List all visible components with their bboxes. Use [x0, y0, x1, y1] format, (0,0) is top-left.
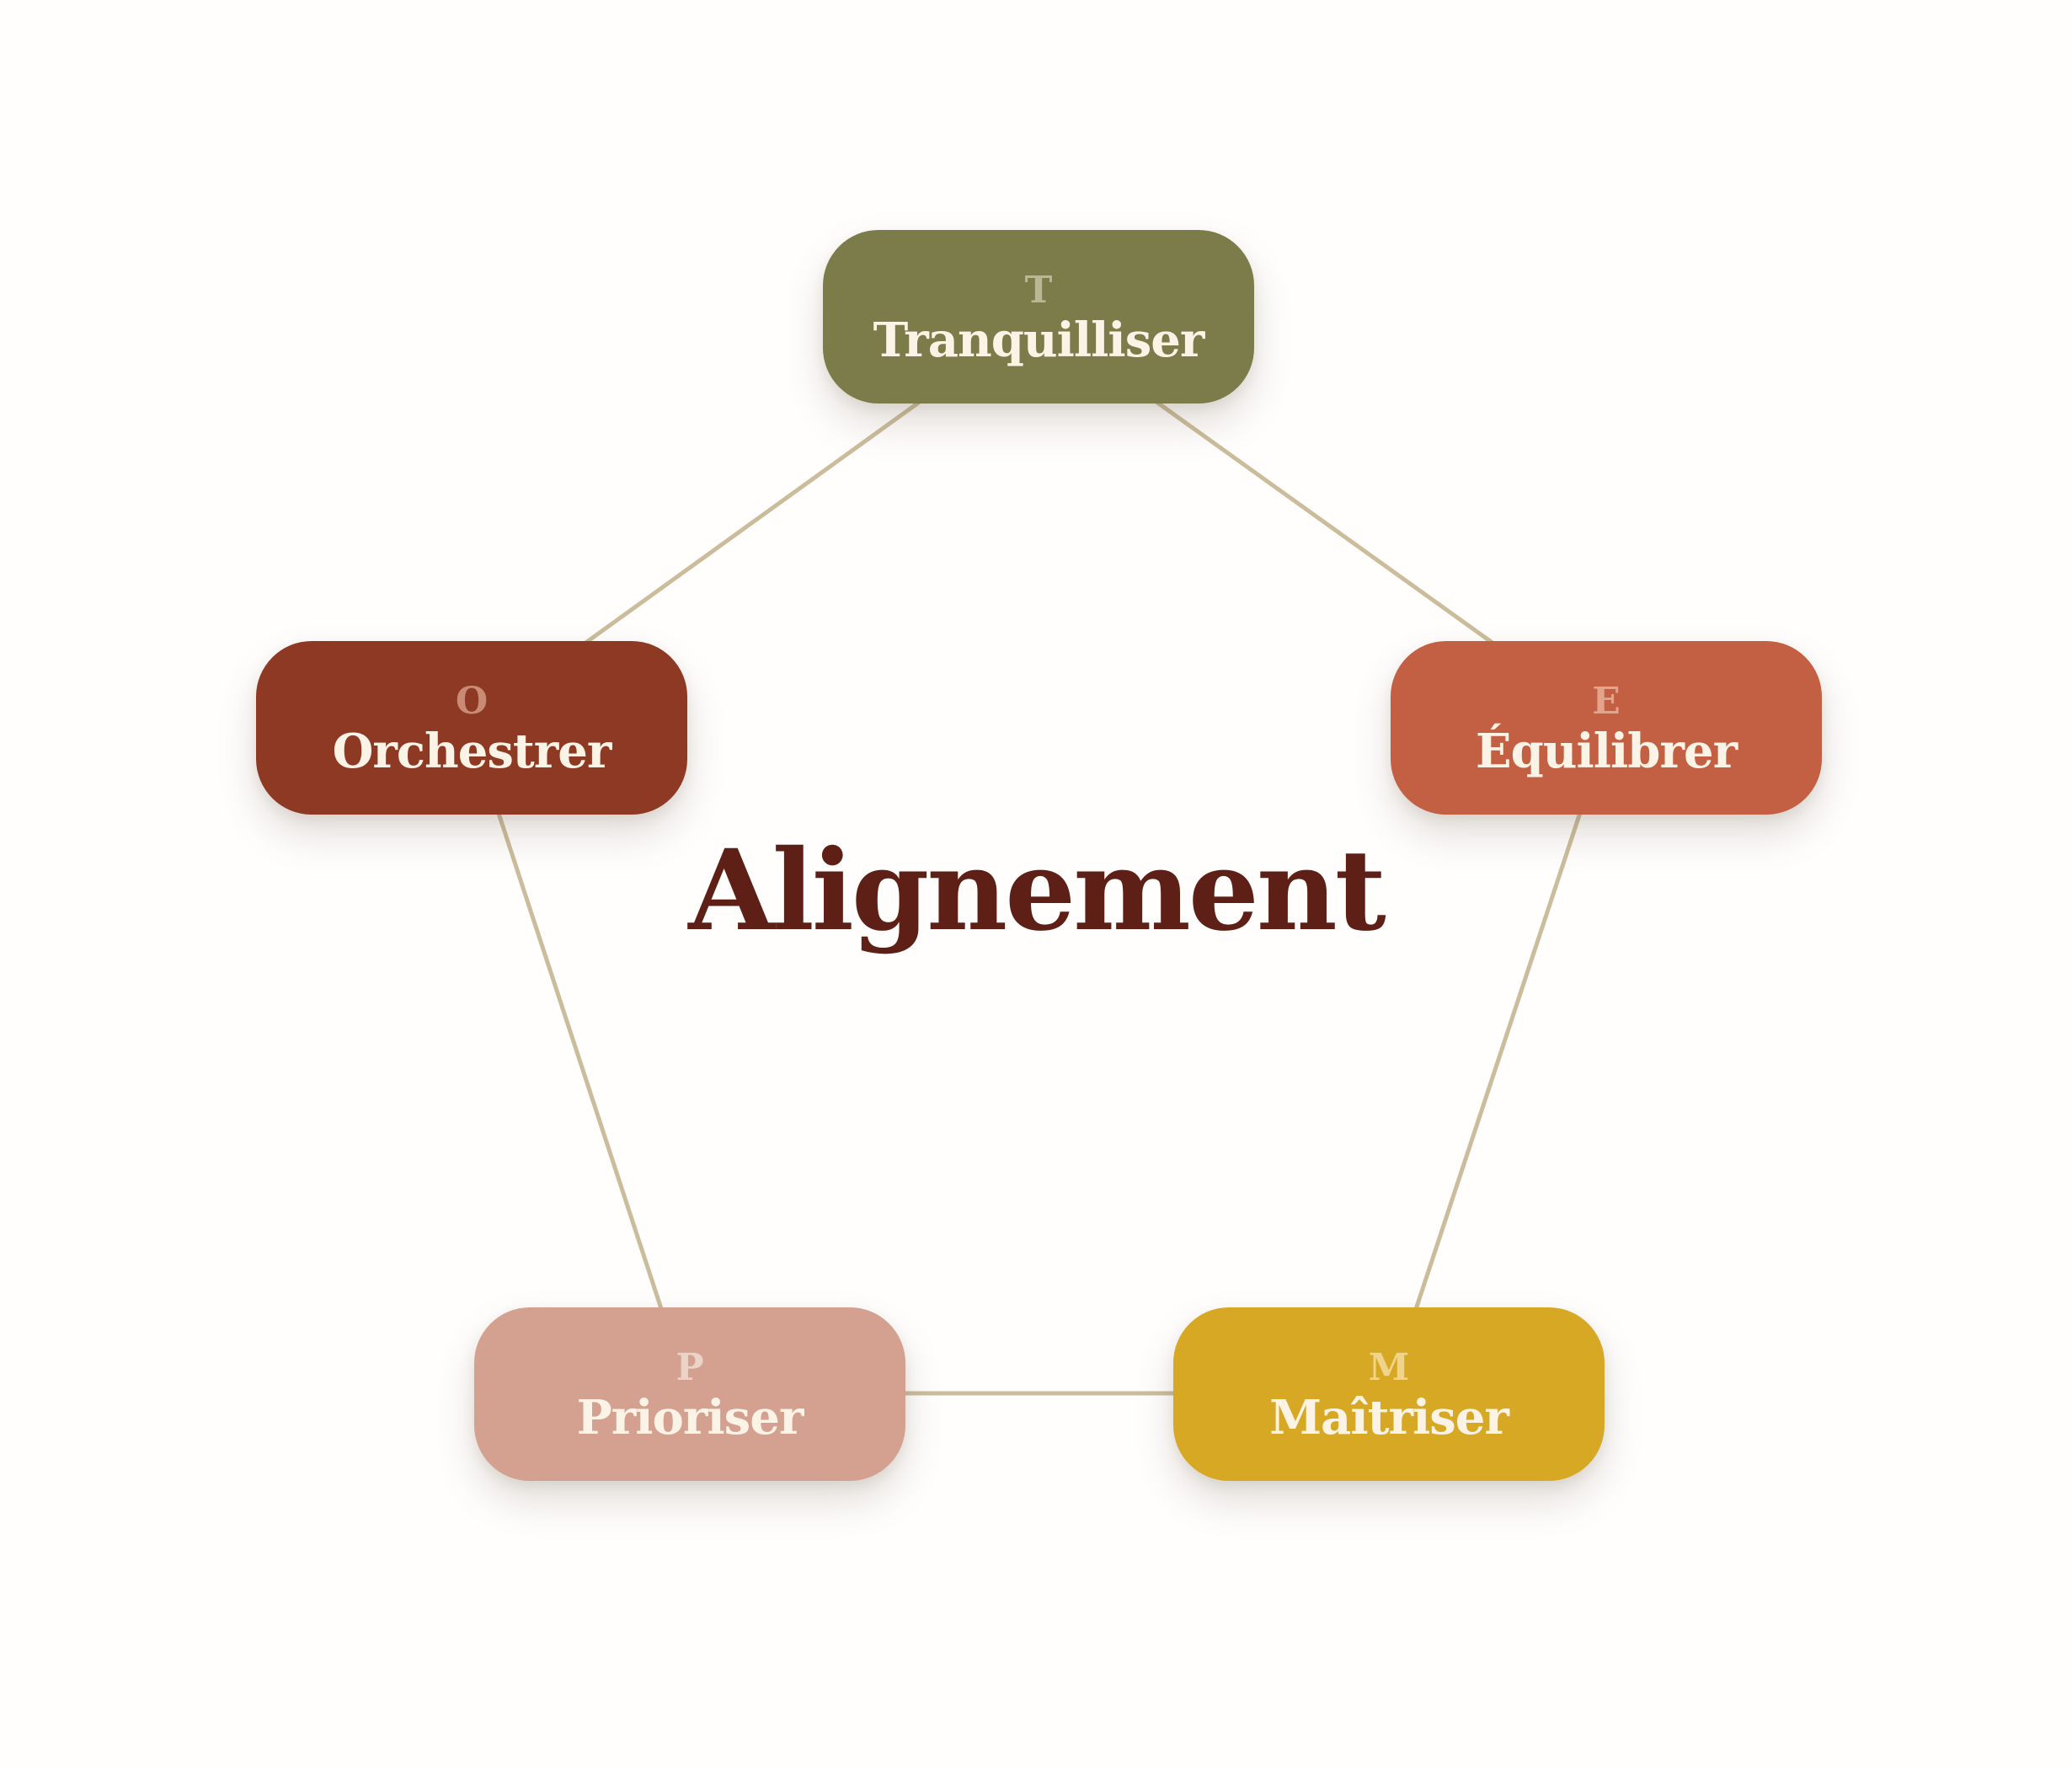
node-label: Orchestrer: [332, 724, 612, 779]
node-letter: O: [455, 680, 489, 723]
connector-p-o: [467, 724, 692, 1396]
node-letter: T: [1024, 269, 1053, 312]
connector-e-m: [1386, 724, 1611, 1396]
node-equilibrer: E Équilibrer: [1391, 641, 1822, 815]
node-letter: E: [1592, 680, 1621, 723]
diagram-title: Alignement: [688, 826, 1386, 956]
node-label: Prioriser: [576, 1390, 804, 1446]
node-orchestrer: O Orchestrer: [256, 641, 687, 815]
node-tranquilliser: T Tranquilliser: [823, 230, 1254, 404]
node-letter: M: [1368, 1346, 1410, 1389]
node-maitriser: M Maîtriser: [1173, 1307, 1605, 1481]
node-label: Équilibrer: [1475, 724, 1738, 779]
node-label: Maîtriser: [1269, 1390, 1509, 1446]
node-letter: P: [676, 1346, 704, 1389]
node-prioriser: P Prioriser: [474, 1307, 905, 1481]
node-label: Tranquilliser: [873, 313, 1205, 368]
